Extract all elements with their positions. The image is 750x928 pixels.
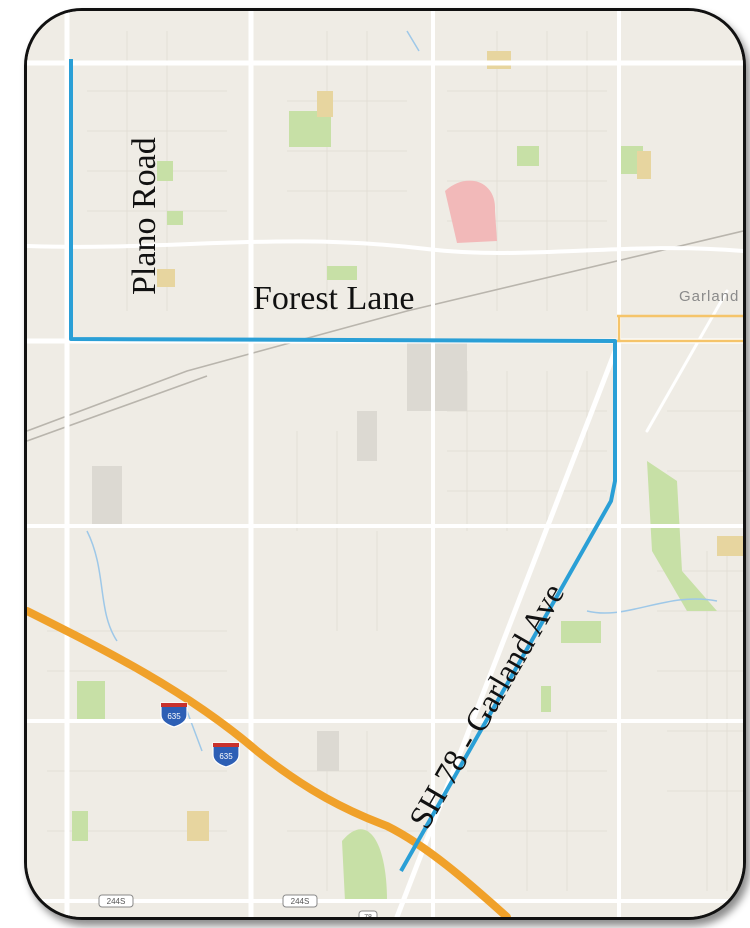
map-frame: 635 635 244S 244S 78 Garland Plano Road … (24, 8, 746, 920)
map-canvas[interactable]: 635 635 244S 244S 78 Garland Plano Road … (27, 11, 743, 917)
garland-downtown-roads (617, 314, 743, 343)
interstate-shield: 635 (160, 702, 188, 728)
state-highway-shield: 244S (98, 894, 134, 908)
major-streets (27, 11, 743, 917)
svg-text:635: 635 (219, 752, 233, 761)
road-label-plano-road: Plano Road (126, 137, 163, 295)
svg-text:635: 635 (167, 712, 181, 721)
city-label-garland: Garland (679, 288, 739, 305)
interstate-635 (27, 607, 511, 917)
creeks (86, 30, 718, 752)
interstate-shield: 635 (212, 742, 240, 768)
road-label-forest-lane: Forest Lane (253, 280, 414, 317)
svg-text:244S: 244S (107, 897, 126, 906)
svg-text:78: 78 (364, 914, 372, 917)
land-use (72, 51, 743, 901)
state-highway-shield: 244S (282, 894, 318, 908)
svg-text:244S: 244S (291, 897, 310, 906)
state-highway-shield: 78 (358, 910, 378, 917)
route-line (69, 59, 617, 872)
